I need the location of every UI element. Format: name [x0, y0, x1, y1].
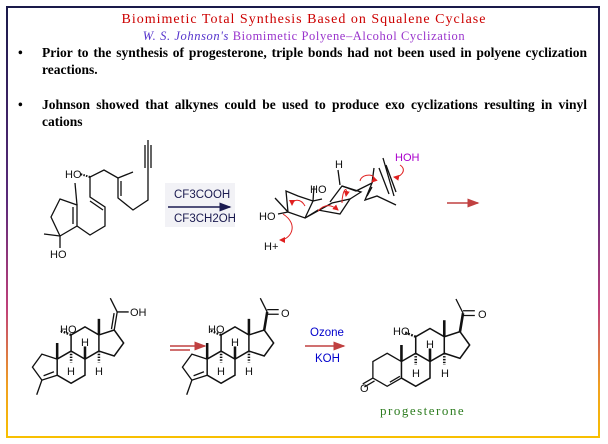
label-ho: HO [60, 324, 77, 336]
chair-transition-structure [274, 157, 397, 219]
label-h: H [231, 337, 239, 349]
label-h: H [81, 337, 89, 349]
label-h: H [245, 366, 253, 378]
slide-subtitle: W. S. Johnson's Biomimetic Polyene–Alcoh… [0, 29, 608, 44]
label-ho: HO [393, 326, 410, 338]
label-h: H [335, 159, 343, 171]
label-h: H [95, 366, 103, 378]
slide-title: Biomimetic Total Synthesis Based on Squa… [121, 12, 487, 27]
subtitle-text: Biomimetic Polyene–Alcohol Cyclization [229, 29, 466, 43]
reagent-cf3ch2oh: CF3CH2OH [174, 213, 236, 225]
label-o: O [478, 309, 487, 321]
ketone-intermediate [181, 297, 279, 395]
bullet-text: Johnson showed that alkynes could be use… [42, 97, 587, 129]
label-ho: HO [208, 324, 225, 336]
label-h: H [412, 368, 420, 380]
label-h: H [441, 368, 449, 380]
progesterone-structure [362, 298, 475, 388]
slide-frame [6, 6, 600, 438]
mechanism-arrows [279, 164, 404, 243]
label-hoh: HOH [395, 152, 420, 164]
bullet-marker: • [18, 97, 23, 112]
label-h: H [67, 366, 75, 378]
label-ho: HO [65, 169, 82, 181]
starting-polyene-alcohol [43, 140, 152, 248]
enol-intermediate [31, 297, 129, 395]
product-name-label: progesterone [380, 403, 466, 418]
label-ho: HO [50, 249, 67, 261]
label-h: H [217, 366, 225, 378]
bullet-text: Prior to the synthesis of progesterone, … [42, 45, 587, 77]
label-ho: HO [310, 184, 327, 196]
label-h-plus: H+ [264, 241, 278, 253]
label-o: O [360, 383, 369, 395]
reagent-koh: KOH [315, 353, 340, 365]
reagent-ozone: Ozone [310, 327, 344, 339]
subtitle-author: W. S. Johnson's [142, 29, 229, 43]
label-oh: OH [130, 307, 147, 319]
bullet-marker: • [18, 45, 23, 60]
label-h: H [426, 339, 434, 351]
label-ho: HO [259, 211, 276, 223]
reagent-cf3cooh: CF3COOH [174, 189, 230, 201]
label-o: O [281, 308, 290, 320]
